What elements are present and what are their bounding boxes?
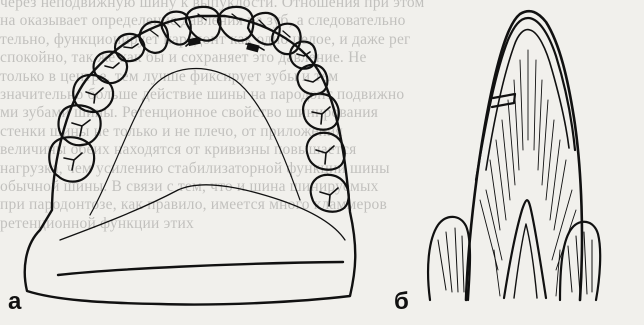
dentin-tubule-line — [494, 250, 500, 296]
fissure-icon — [105, 63, 119, 68]
dentin-tubule-line — [508, 100, 515, 185]
dentin-tubule-line — [550, 140, 560, 220]
dentin-tubule-line — [542, 100, 548, 185]
front-teeth — [140, 7, 301, 54]
fissure-icon — [312, 107, 330, 124]
clasp-right-icon — [246, 43, 259, 53]
base-plate-inner-edge — [60, 185, 345, 240]
dentin-tubule-line — [496, 140, 506, 220]
fissure-icon — [86, 88, 103, 103]
pulp-canal-inner — [514, 224, 537, 298]
panel-a-dental-arch — [25, 7, 356, 305]
splint-cap-inner — [486, 30, 569, 170]
dentin-tubule-line — [534, 60, 536, 150]
label-a: а — [8, 288, 22, 315]
fissure-icon — [316, 146, 334, 164]
fissure-icon — [72, 120, 90, 136]
dentin-tubule-line — [514, 80, 519, 170]
splint-wires — [186, 37, 264, 53]
label-b: б — [394, 288, 409, 315]
left-molar-1 — [73, 75, 113, 112]
palate-curve — [90, 69, 300, 215]
dentin-tubule-line — [502, 120, 510, 200]
dentin-tubule-line — [538, 80, 542, 170]
left-gum-hatching — [438, 228, 464, 292]
base-plate-rim — [58, 262, 343, 275]
panel-b-tooth-section — [428, 11, 600, 300]
dentin-tubule-line — [546, 120, 554, 200]
splint-wire-notch — [492, 94, 515, 107]
fissure-icon — [305, 77, 320, 82]
fissure-icon — [64, 153, 82, 170]
left-side-teeth — [49, 34, 144, 182]
dentin-tubule-line — [490, 160, 500, 230]
tooth-outline — [466, 11, 582, 300]
dentin-tubule-line — [520, 60, 523, 150]
fissure-icon — [124, 44, 138, 48]
pulp-canal — [504, 200, 546, 298]
fissure-icon — [320, 188, 338, 206]
right-side-teeth — [290, 42, 349, 212]
